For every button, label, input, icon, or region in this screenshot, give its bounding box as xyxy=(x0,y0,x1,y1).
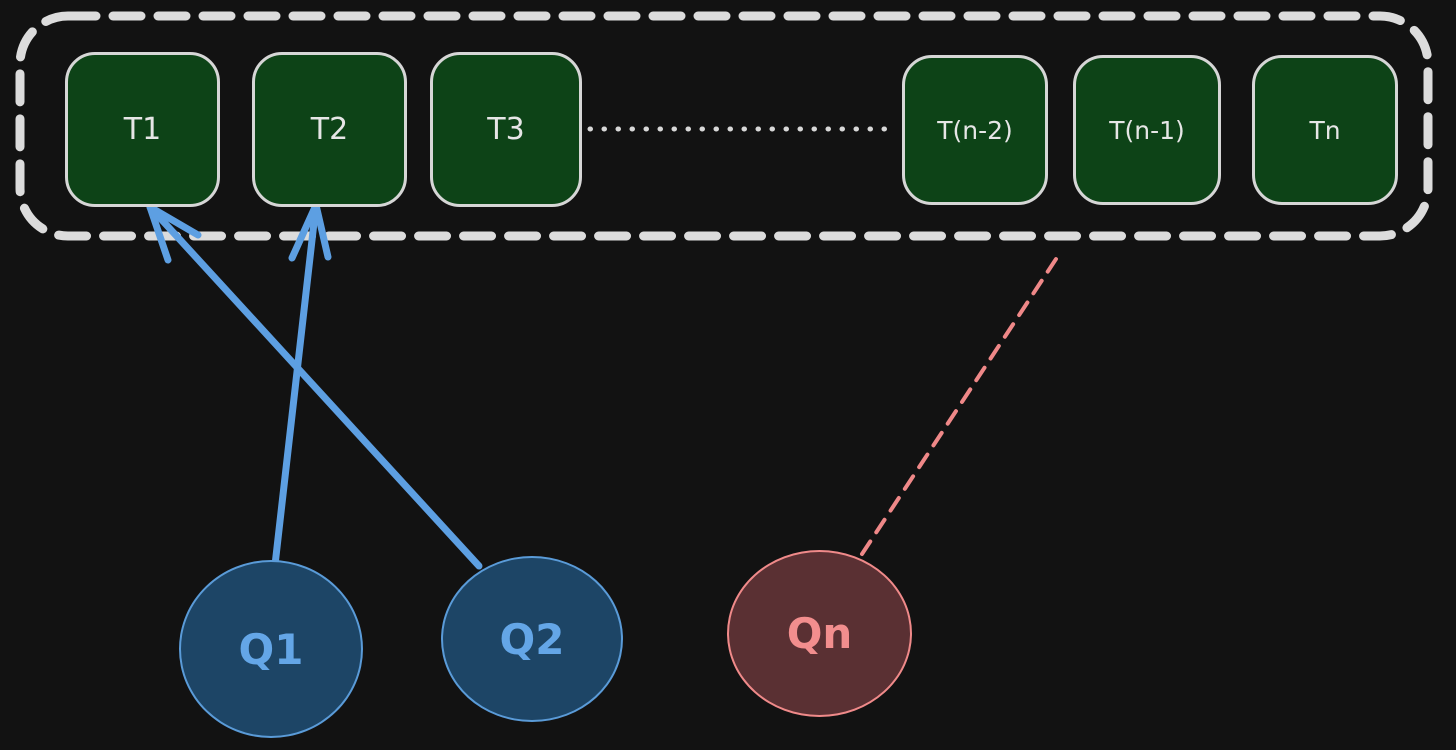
arrow-q1-to-t2 xyxy=(271,201,332,569)
token-box-t3: T3 xyxy=(430,52,582,207)
token-label: T2 xyxy=(310,112,349,147)
token-label: T3 xyxy=(487,112,525,147)
context-window-border xyxy=(15,11,1433,241)
token-box-tn: Tn xyxy=(1252,55,1398,205)
token-box-t1: T1 xyxy=(65,52,220,207)
token-label: T(n-2) xyxy=(937,115,1013,145)
arrow-q2-to-t1 xyxy=(146,203,483,570)
token-label: T1 xyxy=(123,112,162,147)
token-box-t2: T2 xyxy=(252,52,407,207)
query-label: Qn xyxy=(786,609,853,658)
token-label: Tn xyxy=(1309,115,1341,145)
query-circle-q2: Q2 xyxy=(441,556,623,722)
query-circle-qn: Qn xyxy=(727,550,912,717)
token-label: T(n-1) xyxy=(1109,115,1185,145)
arrowhead-t1 xyxy=(146,203,202,264)
query-circle-q1: Q1 xyxy=(179,560,363,738)
dashed-line-qn-to-tn1 xyxy=(860,257,1058,556)
query-label: Q1 xyxy=(238,624,304,674)
token-box-tn1: T(n-1) xyxy=(1073,55,1221,205)
query-label: Q2 xyxy=(499,614,565,664)
token-box-tn2: T(n-2) xyxy=(902,55,1048,205)
